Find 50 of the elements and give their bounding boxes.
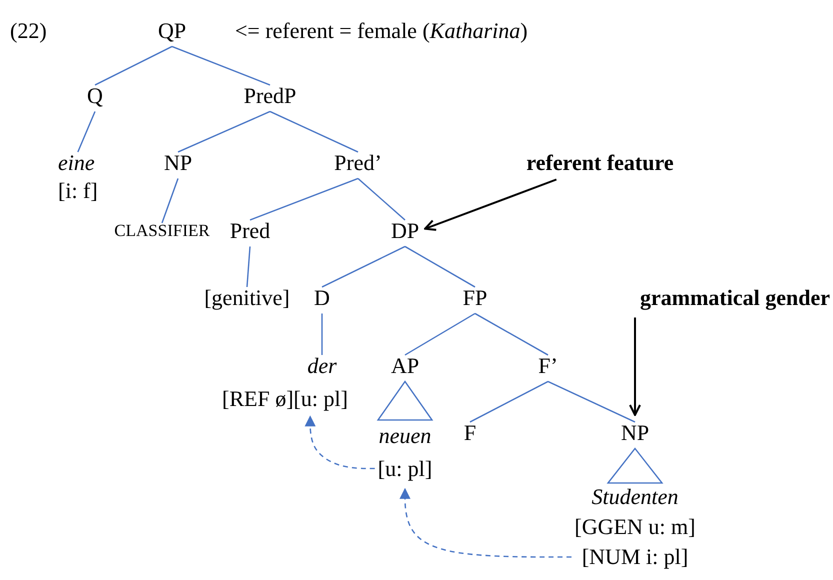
tree-branch	[77, 111, 96, 152]
phrase-label: QP	[158, 17, 186, 44]
node-label: PredP	[244, 82, 296, 110]
node-label: Pred’	[334, 149, 382, 176]
word-label: neuen	[378, 422, 432, 450]
node-label: D	[314, 284, 330, 312]
annotation-text: grammatical gender	[640, 284, 830, 312]
node-label: Q	[87, 82, 103, 110]
tree-branch	[404, 312, 476, 356]
node-label: NP	[164, 149, 192, 176]
agreement-arrow	[304, 415, 375, 470]
arrow	[424, 178, 557, 231]
tree-branch	[358, 178, 406, 220]
node-label: F	[464, 419, 476, 446]
tree-branch	[94, 46, 172, 86]
node-label: FP	[462, 284, 488, 312]
tree-branch	[321, 314, 323, 355]
node-label: AP	[390, 352, 420, 380]
tree-branch	[470, 380, 548, 423]
annotation-text: <= referent = female (Katharina)	[235, 17, 528, 44]
tree-branch	[404, 246, 476, 288]
tree-branch	[178, 110, 270, 153]
tree-branch	[474, 312, 548, 356]
triangle-branch	[376, 380, 434, 421]
node-label: F’	[538, 352, 558, 380]
example-number: (22)	[10, 17, 47, 44]
annotation-text: referent feature	[526, 149, 674, 176]
tree-branch	[250, 178, 358, 221]
feature-label: [REF ø][u: pl]	[222, 385, 348, 412]
feature-label: [u: pl]	[378, 455, 432, 483]
tree-branch	[161, 178, 179, 224]
feature-label: [genitive]	[204, 284, 290, 312]
tree-branch	[322, 246, 406, 288]
word-label: Studenten	[590, 483, 680, 511]
tree-branch	[246, 246, 251, 288]
word-label: der	[307, 352, 337, 380]
tree-branch	[172, 46, 270, 86]
agreement-arrow	[400, 488, 572, 558]
tree-branch	[270, 110, 358, 153]
node-label: DP	[390, 217, 420, 244]
feature-label: [NUM i: pl]	[580, 543, 690, 571]
word-label: eine	[58, 149, 96, 177]
feature-label: [GGEN u: m]	[574, 513, 696, 541]
arrow	[629, 318, 641, 416]
triangle-branch	[606, 447, 664, 484]
node-label: Pred	[230, 217, 270, 244]
tree-branch	[548, 380, 636, 423]
node-label: NP	[620, 419, 650, 446]
feature-label: [i: f]	[58, 177, 98, 205]
feature-label: CLASSIFIER	[114, 220, 210, 242]
